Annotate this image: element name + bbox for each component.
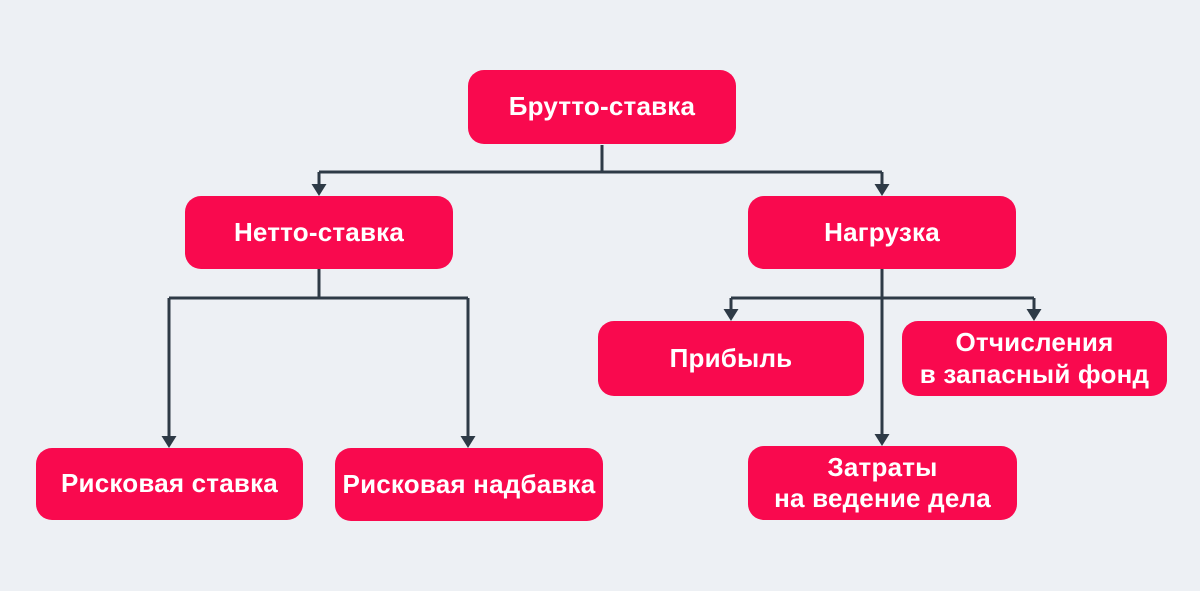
edge-netto-to-children <box>161 269 476 448</box>
node-brutto-stavka: Брутто-ставка <box>468 70 736 144</box>
node-riskovaya-stavka: Рисковая ставка <box>36 448 303 520</box>
arrowhead-pribyl <box>723 309 739 321</box>
node-pribyl: Прибыль <box>598 321 864 396</box>
arrowhead-otchisleniya <box>1026 309 1042 321</box>
node-riskovaya-nadbavka: Рисковая надбавка <box>335 448 603 521</box>
node-nagruzka: Нагрузка <box>748 196 1016 269</box>
arrowhead-zatraty <box>874 434 890 446</box>
edge-nagruzka-to-children <box>723 269 1042 446</box>
node-otchisleniya: Отчисления в запасный фонд <box>902 321 1167 396</box>
arrowhead-riskovaya-stavka <box>161 436 177 448</box>
edge-brutto-to-children <box>311 145 890 196</box>
arrowhead-nagruzka <box>874 184 890 196</box>
node-netto-stavka: Нетто-ставка <box>185 196 453 269</box>
arrowhead-netto-stavka <box>311 184 327 196</box>
arrowhead-riskovaya-nadbavka <box>460 436 476 448</box>
node-zatraty: Затраты на ведение дела <box>748 446 1017 520</box>
